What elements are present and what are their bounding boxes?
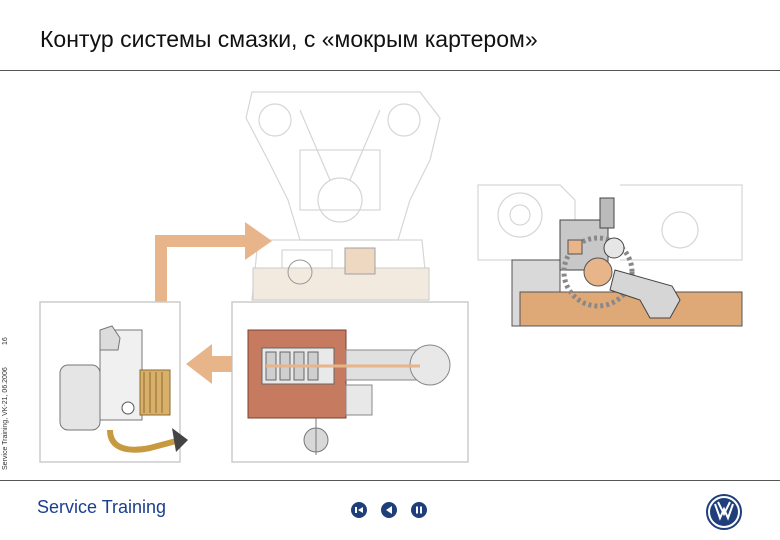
title-divider (0, 70, 780, 71)
sump-cutaway (511, 197, 743, 327)
flow-arrow-up (155, 222, 272, 302)
page-title: Контур системы смазки, с «мокрым картеро… (40, 26, 538, 52)
oil-filter-module (59, 325, 188, 453)
vw-logo-icon (706, 494, 742, 530)
skip-start-icon[interactable] (351, 502, 367, 518)
flow-arrow-left (186, 344, 232, 384)
footer-divider (0, 480, 780, 481)
pause-icon[interactable] (411, 502, 427, 518)
brand-label: Service Training (37, 497, 167, 517)
engine-sump-ghost (252, 247, 430, 301)
triangle-left-icon[interactable] (381, 502, 397, 518)
